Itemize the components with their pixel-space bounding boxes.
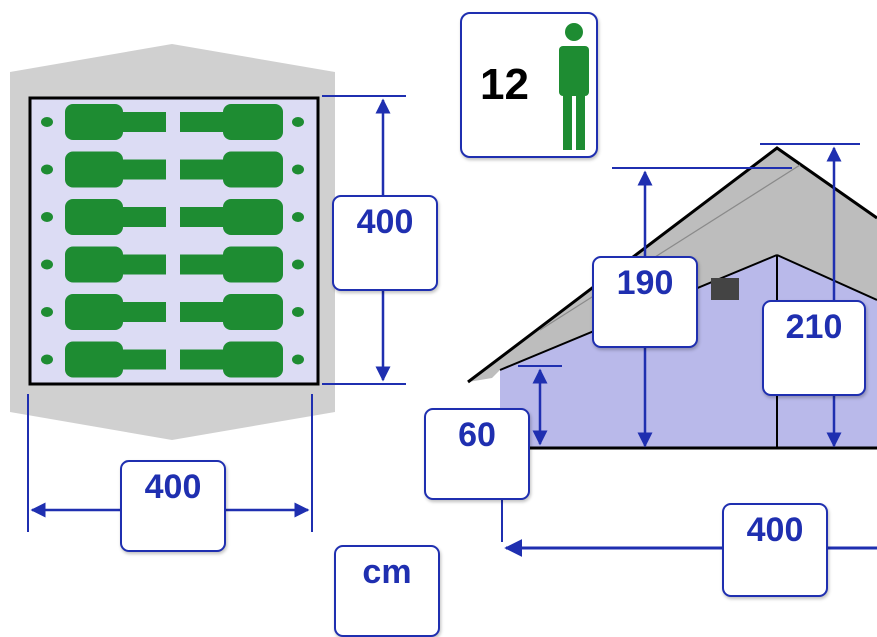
total-height-dimension bbox=[760, 143, 860, 448]
floor-plan bbox=[10, 44, 335, 440]
sleeping-place-left bbox=[41, 246, 166, 283]
sleeping-place-right bbox=[180, 294, 304, 330]
sleeping-place-left bbox=[41, 199, 166, 235]
sleeping-place-right bbox=[180, 199, 304, 235]
elevation-width-label: 400 bbox=[722, 503, 828, 597]
sleeping-place-right bbox=[180, 151, 304, 188]
ridge-height-label: 190 bbox=[592, 256, 698, 348]
sleeping-place-right bbox=[180, 246, 304, 283]
sleeping-place-left bbox=[41, 341, 166, 378]
sleeping-place-left bbox=[41, 104, 166, 140]
sleeping-place-right bbox=[180, 104, 304, 140]
sleeping-place-right bbox=[180, 341, 304, 378]
floor-area bbox=[28, 96, 320, 386]
person-icon bbox=[559, 23, 589, 150]
capacity-box: 12 bbox=[460, 12, 598, 158]
wall-height-label: 60 bbox=[424, 408, 530, 500]
sleeping-place-left bbox=[41, 151, 166, 188]
total-height-label: 210 bbox=[762, 300, 866, 396]
sleeping-places bbox=[41, 104, 304, 378]
sleeping-place-left bbox=[41, 294, 166, 330]
capacity-count: 12 bbox=[480, 60, 529, 109]
plan-depth-label: 400 bbox=[332, 195, 438, 291]
plan-width-label: 400 bbox=[120, 460, 226, 552]
wall-height-dimension bbox=[518, 365, 562, 446]
unit-label: cm bbox=[334, 545, 440, 637]
vent-window bbox=[711, 278, 739, 300]
